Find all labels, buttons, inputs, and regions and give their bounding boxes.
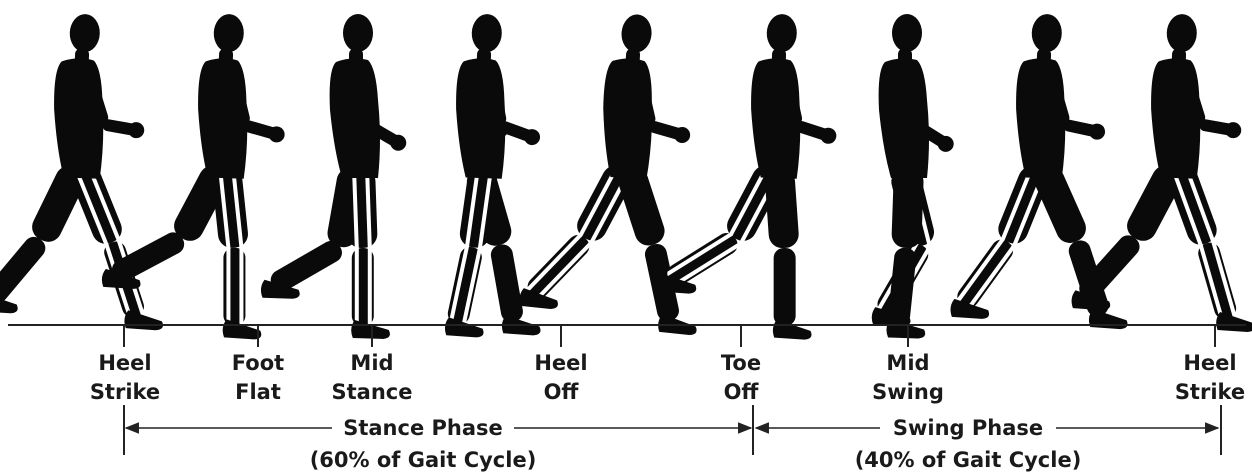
front-leg-shin — [1196, 240, 1239, 321]
walking-figure — [1071, 11, 1252, 333]
event-label-mid-swing-1: Mid — [886, 351, 929, 375]
walking-figure — [872, 14, 954, 339]
front-leg-shin — [223, 248, 245, 326]
event-label-heel-strike-start-1: Heel — [98, 351, 151, 375]
event-label-mid-swing-2: Swing — [872, 380, 944, 404]
event-label-mid-stance-2: Stance — [332, 380, 413, 404]
event-label-foot-flat-2: Flat — [235, 380, 281, 404]
back-leg-shin — [489, 243, 524, 324]
front-leg-thigh — [211, 167, 249, 250]
back-leg-shin — [523, 231, 593, 302]
hand — [938, 136, 954, 152]
head — [471, 14, 502, 53]
head — [892, 14, 922, 52]
event-label-heel-off-2: Off — [544, 380, 580, 404]
head — [766, 14, 797, 53]
event-label-toe-off-1: Toe — [721, 351, 761, 375]
swing-phase-subtitle: (40% of Gait Cycle) — [855, 448, 1082, 472]
walking-figure — [261, 14, 406, 339]
front-leg-foot — [1089, 309, 1128, 329]
swing-phase-title: Swing Phase — [893, 416, 1043, 440]
walking-figure — [0, 11, 174, 331]
head — [69, 14, 100, 53]
stance-phase-title: Stance Phase — [343, 416, 503, 440]
front-leg-shin — [352, 248, 374, 326]
event-label-mid-stance-1: Mid — [350, 351, 393, 375]
walking-figure — [656, 10, 841, 340]
head — [213, 14, 244, 53]
front-leg-shin — [887, 247, 917, 327]
event-label-heel-strike-end-1: Heel — [1183, 351, 1236, 375]
front-leg-thigh — [345, 167, 378, 248]
event-label-heel-strike-end-2: Strike — [1175, 380, 1245, 404]
walking-figures — [0, 8, 1252, 341]
front-leg-foot — [124, 310, 163, 330]
event-labels: Heel Strike Foot Flat Mid Stance Heel Of… — [90, 351, 1245, 404]
event-label-heel-strike-start-2: Strike — [90, 380, 160, 404]
back-leg-shin — [0, 233, 49, 307]
head — [1166, 14, 1197, 53]
front-leg-shin — [446, 245, 484, 326]
back-leg-shin — [953, 236, 1017, 312]
hand — [390, 135, 406, 151]
head — [1031, 14, 1062, 53]
head — [620, 13, 653, 53]
stance-phase-span: Stance Phase (60% of Gait Cycle) — [124, 405, 751, 472]
event-label-foot-flat-1: Foot — [232, 351, 284, 375]
event-label-toe-off-2: Off — [724, 380, 760, 404]
front-leg-foot — [1216, 312, 1252, 332]
stance-phase-subtitle: (60% of Gait Cycle) — [310, 448, 537, 472]
front-leg-shin — [774, 248, 796, 326]
front-leg-thigh — [891, 167, 924, 248]
head — [343, 14, 373, 52]
event-label-heel-off-1: Heel — [534, 351, 587, 375]
swing-phase-span: Swing Phase (40% of Gait Cycle) — [753, 405, 1221, 472]
front-leg-thigh — [764, 167, 800, 249]
